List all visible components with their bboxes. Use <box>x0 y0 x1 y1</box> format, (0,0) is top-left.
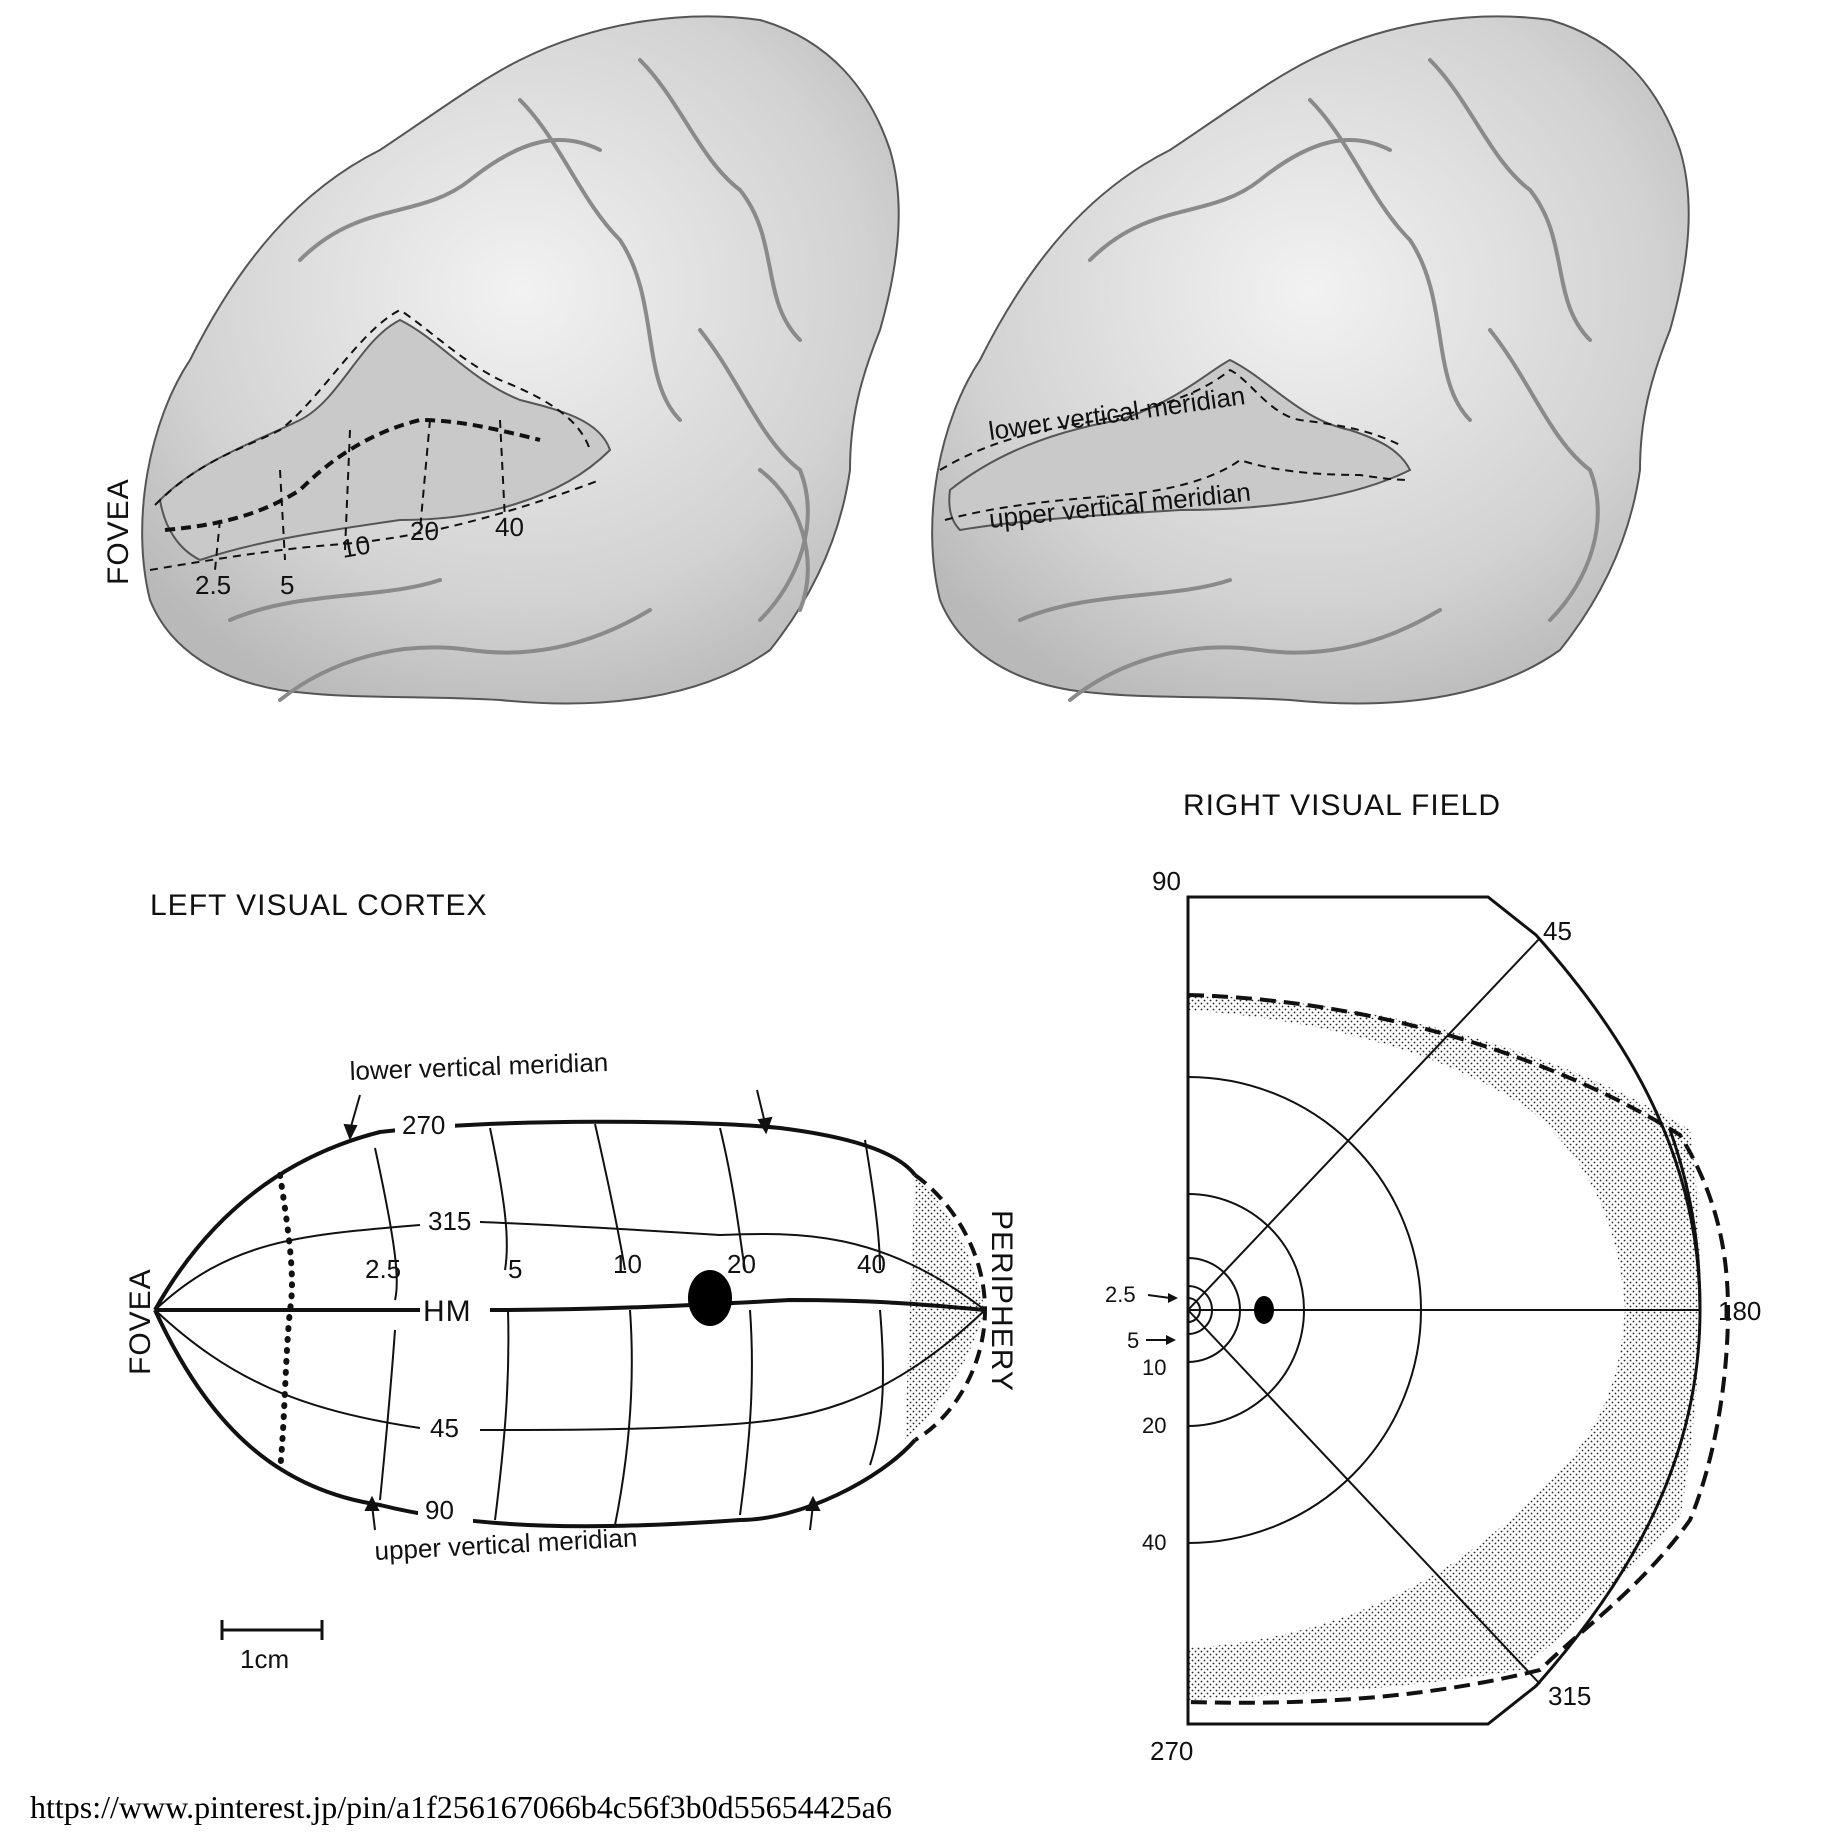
source-url: https://www.pinterest.jp/pin/a1f25616706… <box>30 1789 892 1825</box>
upper-meridian-label: upper vertical meridian <box>374 1522 638 1566</box>
lower-meridian-label: lower vertical meridian <box>349 1047 609 1086</box>
calcarine-gyrus-left <box>158 318 612 562</box>
isoecc-20 <box>719 1127 753 1516</box>
hm-label: HM <box>423 1295 472 1328</box>
horizontal-meridian <box>155 1297 986 1312</box>
angle-label-315: 315 <box>428 1206 471 1236</box>
isoecc-10 <box>594 1123 633 1526</box>
blind-spot-field <box>1254 1296 1274 1324</box>
ecc-label: 40 <box>857 1249 886 1279</box>
field-shaded-region <box>1188 995 1700 1700</box>
brain-outline-right <box>931 15 1690 705</box>
field-ecc-2.5: 2.5 <box>1105 1282 1136 1307</box>
ecc-label: 20 <box>410 516 439 546</box>
isoecc-40 <box>864 1139 884 1466</box>
ecc-label: 2.5 <box>365 1254 401 1284</box>
eccentricity-labels-field: 2.5 5 10 20 40 <box>1105 1282 1178 1555</box>
field-angle-315: 315 <box>1548 1681 1591 1711</box>
eccentricity-labels-brain: 2.5 5 10 20 40 <box>195 512 524 600</box>
scale-bar: 1cm <box>220 1620 324 1674</box>
scale-bar-label: 1cm <box>240 1644 289 1674</box>
upper-meridian-border-right <box>944 458 1411 521</box>
radial-315 <box>1187 1309 1541 1685</box>
cortex-map: LEFT VISUAL CORTEX lower vertical meridi… <box>124 889 1018 1674</box>
radial-45 <box>1187 937 1541 1311</box>
field-angle-270: 270 <box>1150 1736 1193 1766</box>
blind-spot-cortex <box>688 1270 732 1326</box>
angle-label-270: 270 <box>402 1110 445 1140</box>
field-map-title: RIGHT VISUAL FIELD <box>1183 789 1501 822</box>
field-ecc-40: 40 <box>1142 1530 1166 1555</box>
brain-illustration-left: FOVEA 2.5 5 10 20 40 <box>102 15 900 705</box>
ecc-label: 10 <box>613 1249 642 1279</box>
field-angle-180: 180 <box>1718 1296 1761 1326</box>
isopolar-45 <box>154 1309 986 1431</box>
ecc-label: 2.5 <box>195 570 231 600</box>
foveal-boundary-dotted <box>277 1172 295 1473</box>
angle-labels-cortex: 270 315 45 90 <box>395 1110 480 1525</box>
lower-meridian-border-right <box>939 368 1401 471</box>
cortex-outline <box>153 1119 917 1529</box>
field-angle-90: 90 <box>1152 866 1181 896</box>
isoecc-2.5 <box>374 1147 398 1501</box>
field-ecc-10: 10 <box>1142 1355 1166 1380</box>
angle-label-90: 90 <box>425 1495 454 1525</box>
ecc-label: 5 <box>280 570 294 600</box>
ecc-label: 10 <box>339 529 373 564</box>
ecc-label: 20 <box>727 1249 756 1279</box>
eccentricity-labels-cortex: 2.5 5 10 20 40 <box>365 1249 886 1284</box>
fovea-label-cortex: FOVEA <box>124 1268 157 1375</box>
angle-labels-field: 90 45 180 315 270 <box>1150 866 1761 1766</box>
calcarine-gyrus-right <box>948 358 1412 532</box>
cortex-map-title: LEFT VISUAL CORTEX <box>150 889 488 922</box>
brain-illustration-right: lower vertical meridian upper vertical m… <box>931 15 1690 705</box>
field-ecc-20: 20 <box>1142 1413 1166 1438</box>
isoecc-5 <box>489 1127 510 1521</box>
angle-label-45: 45 <box>430 1413 459 1443</box>
field-angle-45: 45 <box>1543 916 1572 946</box>
meridian-arrows <box>343 1089 821 1531</box>
isopolar-315 <box>154 1221 986 1311</box>
brain-outline-left <box>141 15 900 705</box>
ecc-label: 40 <box>495 512 524 542</box>
fovea-label-brain: FOVEA <box>102 478 135 585</box>
field-dashed-boundary <box>1187 993 1731 1705</box>
field-map: RIGHT VISUAL FIELD 90 <box>1105 789 1761 1766</box>
field-ecc-5: 5 <box>1127 1328 1139 1353</box>
periphery-label: PERIPHERY <box>985 1210 1018 1392</box>
ecc-label: 5 <box>508 1254 522 1284</box>
